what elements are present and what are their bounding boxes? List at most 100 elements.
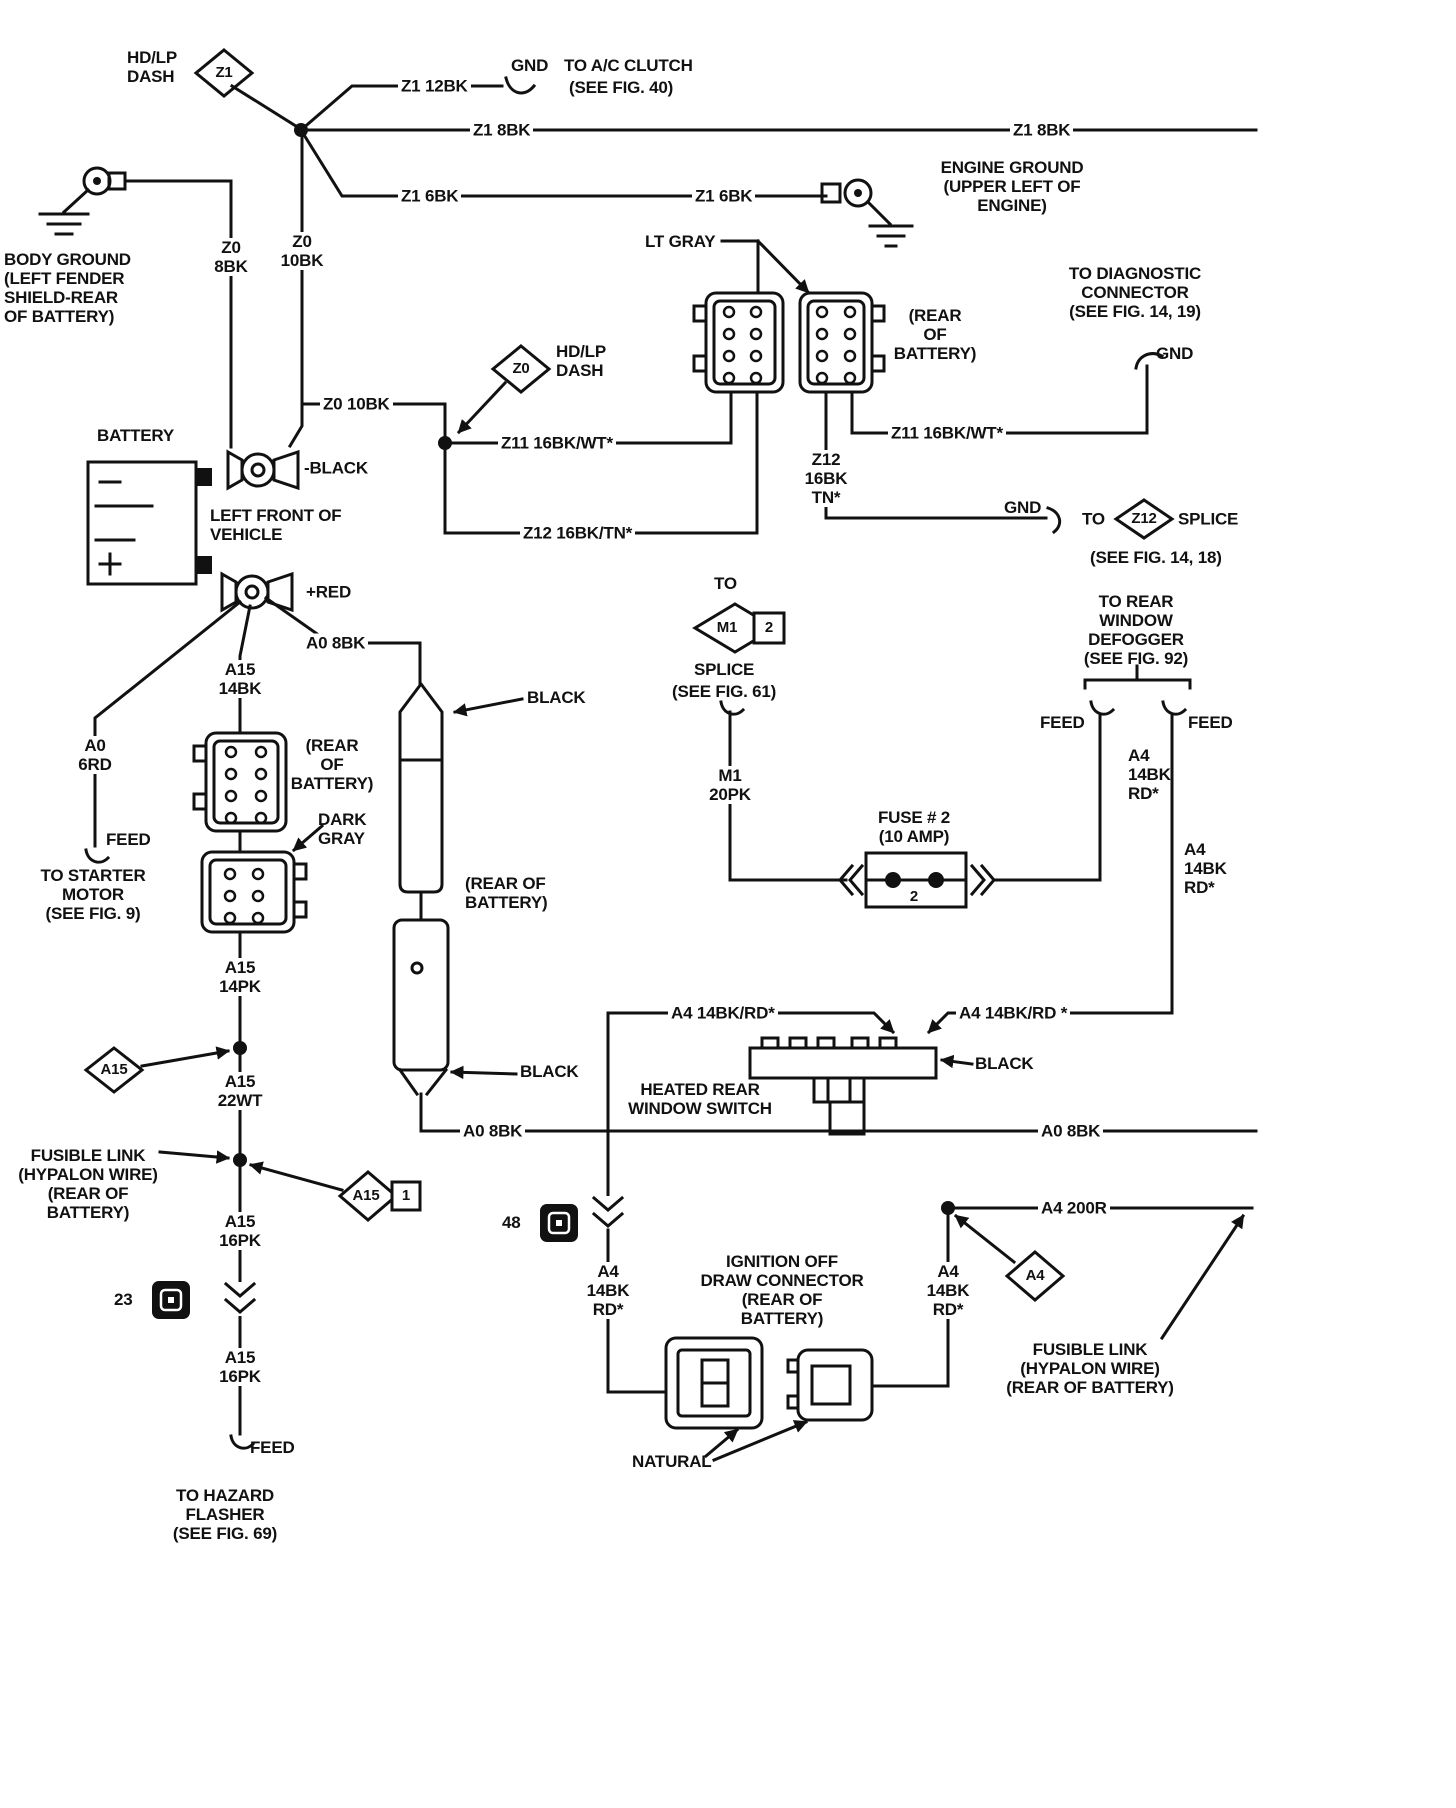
- m1-splice-diamond-label: M1: [716, 619, 738, 636]
- label-battery: BATTERY: [97, 426, 174, 445]
- label-a4-14bk-rd-3: A4 14BK RD*: [583, 1262, 633, 1319]
- label-black-switch: BLACK: [975, 1054, 1034, 1073]
- label-left-front-of-vehicle: LEFT FRONT OF VEHICLE: [210, 506, 342, 544]
- label-gnd-diagnostic: GND: [1156, 344, 1194, 363]
- z1-splice-diamond-shape: [193, 48, 255, 98]
- label-gnd-ac: GND: [511, 56, 549, 75]
- label-splice-m1: SPLICE: [694, 660, 755, 679]
- label-z11-right: Z11 16BK/WT*: [888, 423, 1006, 443]
- label-a0-8bk-top: A0 8BK: [303, 633, 369, 653]
- label-to-m1: TO: [714, 574, 737, 593]
- label-a15-16pk-1: A15 16PK: [216, 1212, 264, 1250]
- junction-dot: [233, 1153, 247, 1167]
- a15-splice-diamond-shape: [83, 1046, 145, 1094]
- label-dark-gray: DARK GRAY: [318, 810, 367, 848]
- label-a4-switch-left: A4 14BK/RD*: [668, 1003, 778, 1023]
- feed-terminator-icon: [229, 1434, 256, 1450]
- battery-post: [196, 556, 212, 574]
- a4-splice-diamond-shape: [1004, 1250, 1066, 1302]
- label-a0-6rd: A0 6RD: [75, 736, 115, 774]
- label-a15-14bk: A15 14BK: [215, 660, 265, 698]
- defogger-bracket: [1083, 664, 1192, 690]
- label-z12-stack: Z12 16BK TN*: [801, 450, 851, 507]
- label-see-fig-40: (SEE FIG. 40): [569, 78, 674, 97]
- label-see-fig-14-18: (SEE FIG. 14, 18): [1090, 548, 1222, 567]
- label-icon-23: 23: [114, 1290, 133, 1309]
- body-ground-eyelet: [38, 166, 233, 449]
- label-z1-12bk: Z1 12BK: [398, 76, 471, 96]
- feed-terminator-icon: [84, 848, 111, 864]
- a15-1-splice-diamond-label: A15: [352, 1187, 380, 1204]
- label-z0-10bk-horizontal: Z0 10BK: [320, 394, 393, 414]
- label-z1-6bk-left: Z1 6BK: [398, 186, 462, 206]
- label-fuse-2-title: FUSE # 2 (10 AMP): [877, 808, 951, 846]
- ground-symbol-icon: [868, 224, 914, 248]
- positive-feed-wires: [84, 595, 422, 864]
- label-a4-14bk-rd-2: A4 14BK RD*: [1184, 840, 1227, 897]
- top-connector-left: [692, 291, 785, 394]
- label-to-z12: TO: [1082, 509, 1105, 529]
- a4-splice-diamond-label: A4: [1025, 1267, 1045, 1284]
- z0-splice-diamond-shape: [490, 344, 552, 394]
- feed-terminator-icon: [1089, 700, 1116, 716]
- label-heated-rear-window-switch: HEATED REAR WINDOW SWITCH: [628, 1080, 772, 1118]
- label-z0-8bk: Z0 8BK: [211, 238, 251, 276]
- label-body-ground: BODY GROUND (LEFT FENDER SHIELD-REAR OF …: [4, 250, 131, 326]
- label-to-rear-defogger: TO REAR WINDOW DEFOGGER (SEE FIG. 92): [1083, 592, 1189, 668]
- label-a15-14pk: A15 14PK: [216, 958, 264, 996]
- label-z1-6bk-right: Z1 6BK: [692, 186, 756, 206]
- feed-terminator-icon: [1161, 700, 1188, 716]
- z12-splice-diamond-label: Z12: [1131, 510, 1157, 527]
- battery-symbol: [86, 460, 212, 586]
- label-rear-of-battery-1: (REAR OF BATTERY): [893, 306, 977, 363]
- label-z1-8bk-left: Z1 8BK: [470, 120, 534, 140]
- label-icon-48: 48: [502, 1213, 521, 1232]
- label-hd-lp-dash-2: HD/LP DASH: [556, 342, 607, 380]
- label-a0-8bk-right: A0 8BK: [1038, 1121, 1104, 1141]
- label-fusible-link-left: FUSIBLE LINK (HYPALON WIRE) (REAR OF BAT…: [18, 1146, 158, 1222]
- label-splice-z12: SPLICE: [1178, 509, 1239, 529]
- z0-splice-diamond-label: Z0: [512, 360, 530, 377]
- label-gnd-z12: GND: [1004, 498, 1042, 517]
- label-natural: NATURAL: [632, 1452, 712, 1471]
- label-z11-left: Z11 16BK/WT*: [498, 433, 616, 453]
- a15-connector-2: [200, 823, 325, 934]
- label-a4-200r: A4 200R: [1038, 1198, 1110, 1218]
- label-a4-switch-right: A4 14BK/RD *: [956, 1003, 1071, 1023]
- label-engine-ground: ENGINE GROUND (UPPER LEFT OF ENGINE): [940, 158, 1084, 215]
- label-feed-starter: FEED: [106, 830, 151, 849]
- engine-ground-eyelet: [820, 178, 914, 248]
- label-to-diagnostic: TO DIAGNOSTIC CONNECTOR (SEE FIG. 14, 19…: [1068, 264, 1202, 321]
- a15-splice-diamond-label: A15: [100, 1061, 128, 1078]
- m1-splice-number-label: 2: [764, 619, 774, 636]
- junction-dot: [233, 1041, 247, 1055]
- label-see-fig-61: (SEE FIG. 61): [672, 682, 777, 701]
- label-black-cable-bottom: BLACK: [520, 1062, 579, 1081]
- top-connector-right: [798, 291, 886, 394]
- m1-fuse-defogger-wiring: [692, 602, 1192, 1015]
- cable-boot-bottom: [392, 918, 518, 1133]
- cable-boot-top: [398, 681, 524, 922]
- label-to-ac-clutch: TO A/C CLUTCH: [564, 56, 693, 75]
- iod-connector-right: [796, 1348, 874, 1422]
- label-rear-of-battery-3: (REAR OF BATTERY): [465, 874, 548, 912]
- label-lt-gray: LT GRAY: [645, 232, 716, 251]
- lt-gray-pointers: [720, 238, 811, 295]
- z1-splice-diamond-label: Z1: [215, 64, 233, 81]
- label-plus-red: +RED: [306, 582, 352, 602]
- ring-terminal-icon: [843, 178, 873, 208]
- negative-clamp: [226, 449, 300, 491]
- battery-post: [196, 468, 212, 486]
- label-to-starter-motor: TO STARTER MOTOR (SEE FIG. 9): [40, 866, 146, 923]
- label-feed-defog-left: FEED: [1040, 713, 1085, 732]
- label-a0-8bk-mid: A0 8BK: [460, 1121, 526, 1141]
- label-minus-black: -BLACK: [304, 458, 368, 478]
- wire-break-icon: [223, 1281, 257, 1314]
- label-z12-left: Z12 16BK/TN*: [520, 523, 636, 543]
- fuse-2-number-label: 2: [909, 888, 919, 905]
- label-a4-14bk-rd-1: A4 14BK RD*: [1128, 746, 1171, 803]
- label-a15-16pk-2: A15 16PK: [216, 1348, 264, 1386]
- label-a4-14bk-rd-4: A4 14BK RD*: [923, 1262, 973, 1319]
- wire-break-icon: [591, 1195, 625, 1228]
